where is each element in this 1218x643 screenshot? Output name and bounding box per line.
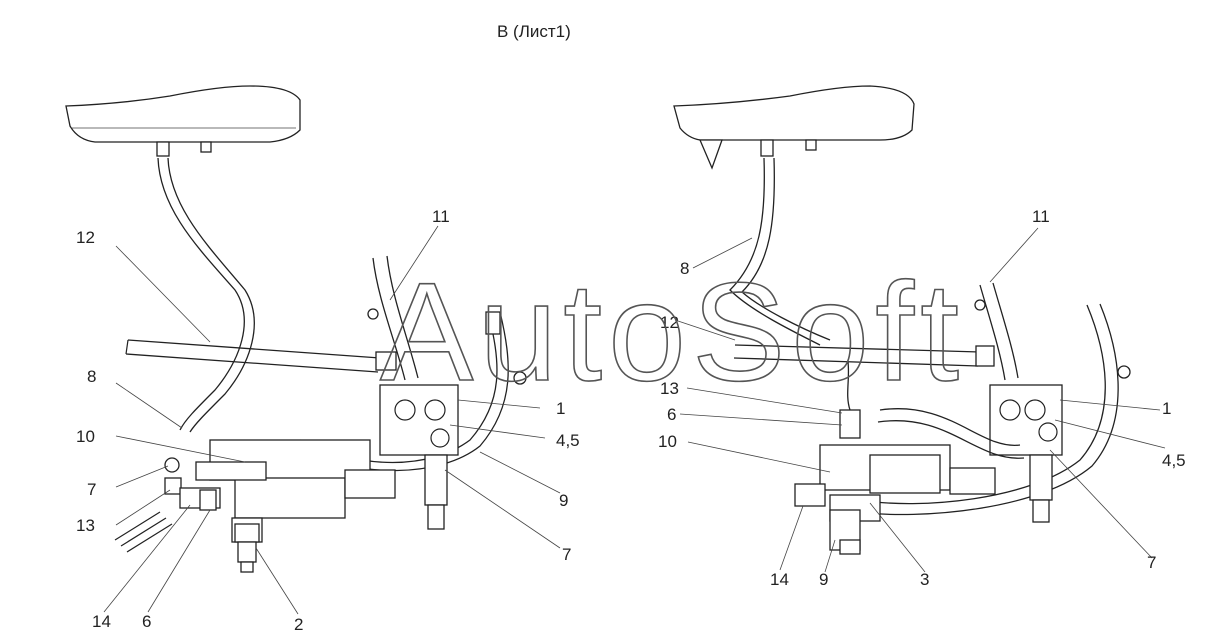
- right-view: 11 8 12 13 1 6 10 4,5 7 14 9 3: [658, 85, 1186, 589]
- left-seat: [65, 85, 301, 143]
- callout-left-11: 11: [432, 207, 450, 226]
- callout-right-1: 1: [1162, 399, 1171, 418]
- callout-right-3: 3: [920, 570, 929, 589]
- callout-left-13: 13: [76, 516, 95, 535]
- left-valve-block: [379, 384, 459, 456]
- callout-right-8: 8: [680, 259, 689, 278]
- callout-left-14: 14: [92, 612, 111, 631]
- watermark: AutoSoft: [380, 253, 965, 410]
- callout-right-10: 10: [658, 432, 677, 451]
- callout-left-8: 8: [87, 367, 96, 386]
- callout-right-6: 6: [667, 405, 676, 424]
- callout-right-9: 9: [819, 570, 828, 589]
- callout-left-7b: 7: [562, 545, 571, 564]
- right-valve-block: [989, 384, 1063, 456]
- left-view: 12 11 8 1 10 4,5 7 13 9 7 14 6 2: [65, 85, 580, 634]
- right-seat: [673, 85, 915, 141]
- callout-left-6: 6: [142, 612, 151, 631]
- left-solenoid: [234, 523, 260, 543]
- callout-left-7a: 7: [87, 480, 96, 499]
- callout-left-9: 9: [559, 491, 568, 510]
- callout-right-13: 13: [660, 379, 679, 398]
- callout-left-1: 1: [556, 399, 565, 418]
- callout-right-7: 7: [1147, 553, 1156, 572]
- callout-right-14: 14: [770, 570, 789, 589]
- callout-right-4-5: 4,5: [1162, 451, 1186, 470]
- callout-right-12: 12: [660, 313, 679, 332]
- page-title: В (Лист1): [497, 22, 571, 41]
- left-seat-fitting: [156, 141, 170, 157]
- callout-left-12: 12: [76, 228, 95, 247]
- callout-left-10: 10: [76, 427, 95, 446]
- callout-left-2: 2: [294, 615, 303, 634]
- callout-right-11: 11: [1032, 207, 1050, 226]
- callout-left-4-5: 4,5: [556, 431, 580, 450]
